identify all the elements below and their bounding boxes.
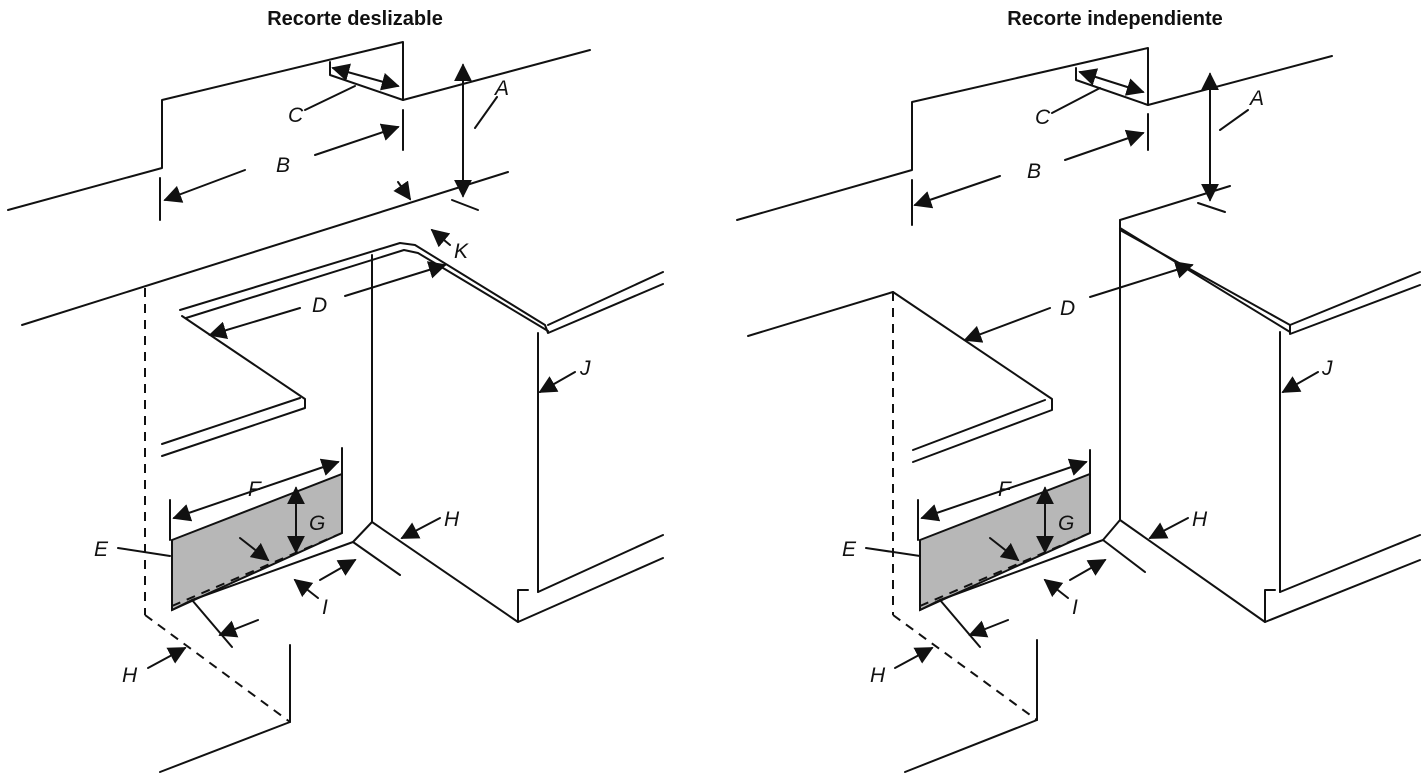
dim-f-arrow-r (920, 458, 1088, 522)
countertop-right-edge (547, 271, 664, 326)
cabinet-notch-right (1075, 67, 1149, 106)
a-tick (451, 199, 479, 211)
e-leader-r (865, 547, 921, 557)
label-j-right: J (1321, 357, 1333, 380)
wall-line-left (7, 41, 591, 211)
label-d-left: D (312, 294, 327, 317)
dim-c-arrow (331, 63, 400, 91)
toe-kick-top-r (1279, 534, 1421, 593)
panel-slide-in: A B C D E F G H H I J K (7, 41, 664, 773)
cutout-floor (171, 521, 373, 611)
cabinet-notch-left (329, 61, 404, 101)
c-leader-r (1051, 87, 1101, 114)
a-tick-r (1197, 202, 1226, 213)
dim-h-arrow-upper (400, 517, 441, 539)
wall-line-right (736, 47, 1333, 221)
cutout-depth-arrow-r (989, 537, 1020, 562)
dim-b-arrow-left (163, 169, 246, 203)
counter-block-right (1289, 271, 1421, 326)
dim-i-leader-r (1043, 578, 1069, 599)
label-h-right-lower: H (870, 664, 886, 687)
dim-k-arrow (430, 228, 451, 248)
counter-block-edge (1119, 219, 1421, 335)
label-e-left: E (94, 538, 109, 561)
label-e-right: E (842, 538, 857, 561)
dim-b-arrow-right-r (1064, 129, 1145, 161)
toe-kick-top (537, 534, 664, 593)
countertop-left-lower (161, 397, 301, 445)
dim-i-arrow-left (218, 619, 259, 638)
title-recorte-independiente: Recorte independiente (1007, 8, 1223, 30)
dim-i-arrow-left-r (968, 619, 1009, 638)
label-h-right-upper: H (1192, 508, 1208, 531)
label-a-right: A (1248, 87, 1264, 110)
dim-b-arrow-right (314, 123, 400, 156)
counter-block-inner (1119, 227, 1291, 333)
countertop-cutout-inner (185, 249, 549, 332)
label-b-right: B (1027, 160, 1041, 183)
e-leader (117, 547, 171, 557)
label-i-right: I (1072, 596, 1078, 619)
h-extension-upper (352, 541, 401, 576)
c-leader (304, 85, 356, 111)
h-extension-upper-r (1102, 539, 1146, 573)
countertop-left-front (161, 315, 306, 457)
a-leader (474, 96, 498, 129)
cutout-floor-r (919, 519, 1121, 611)
i-extension-r (939, 599, 981, 648)
cutout-depth-arrow (239, 537, 270, 562)
cabinet-base (371, 521, 529, 623)
dim-i-arrow-right (319, 559, 357, 581)
countertop-front-lower-r (912, 399, 1046, 451)
floor-hidden-line-r (892, 614, 1038, 721)
a-leader-r (1219, 109, 1249, 131)
panel-freestanding: A B C D E F G H H I J (736, 47, 1421, 773)
label-h-left-lower: H (122, 664, 138, 687)
label-d-right: D (1060, 297, 1075, 320)
toe-kick-bottom (517, 557, 664, 623)
label-g-left: G (309, 512, 325, 535)
dim-h-arrow-lower (147, 647, 187, 669)
dim-d-arrow-right (344, 261, 447, 297)
countertop-front-r (892, 291, 1053, 463)
label-g-right: G (1058, 512, 1074, 535)
countertop-cutout (179, 242, 664, 334)
dim-h-arrow-upper-r (1148, 517, 1189, 539)
i-extension (191, 599, 233, 648)
label-k-left: K (454, 240, 469, 263)
label-b-left: B (276, 154, 290, 177)
countertop-back-edge-r (747, 291, 894, 337)
label-f-right: F (998, 478, 1012, 501)
cabinet-base-r (1119, 519, 1276, 623)
dim-f-arrow (172, 458, 340, 522)
label-c-left: C (288, 104, 304, 127)
wall-arrow (393, 180, 412, 201)
label-i-left: I (322, 596, 328, 619)
label-c-right: C (1035, 106, 1051, 129)
counter-block-top (1119, 185, 1231, 221)
dim-i-leader (293, 578, 319, 599)
dim-j-arrow-r (1281, 371, 1319, 393)
dim-j-arrow (538, 371, 576, 393)
label-f-left: F (248, 478, 262, 501)
dim-c-arrow-r (1078, 68, 1145, 96)
floor-hidden-line (144, 614, 291, 723)
dim-d-arrow-left (208, 307, 301, 339)
label-j-left: J (579, 357, 591, 380)
title-recorte-deslizable: Recorte deslizable (267, 8, 443, 30)
dim-b-arrow-left-r (913, 175, 1001, 209)
toe-kick-bottom-r (1264, 559, 1421, 623)
dim-h-arrow-lower-r (894, 647, 934, 669)
floor-line (159, 721, 291, 773)
dim-d-arrow-right-r (1089, 261, 1194, 298)
label-a-left: A (493, 77, 509, 100)
label-h-left-upper: H (444, 508, 460, 531)
dim-i-arrow-right-r (1069, 559, 1107, 581)
countertop-back-edge (21, 171, 509, 326)
dim-d-arrow-left-r (963, 307, 1051, 343)
floor-line-r (904, 719, 1038, 773)
